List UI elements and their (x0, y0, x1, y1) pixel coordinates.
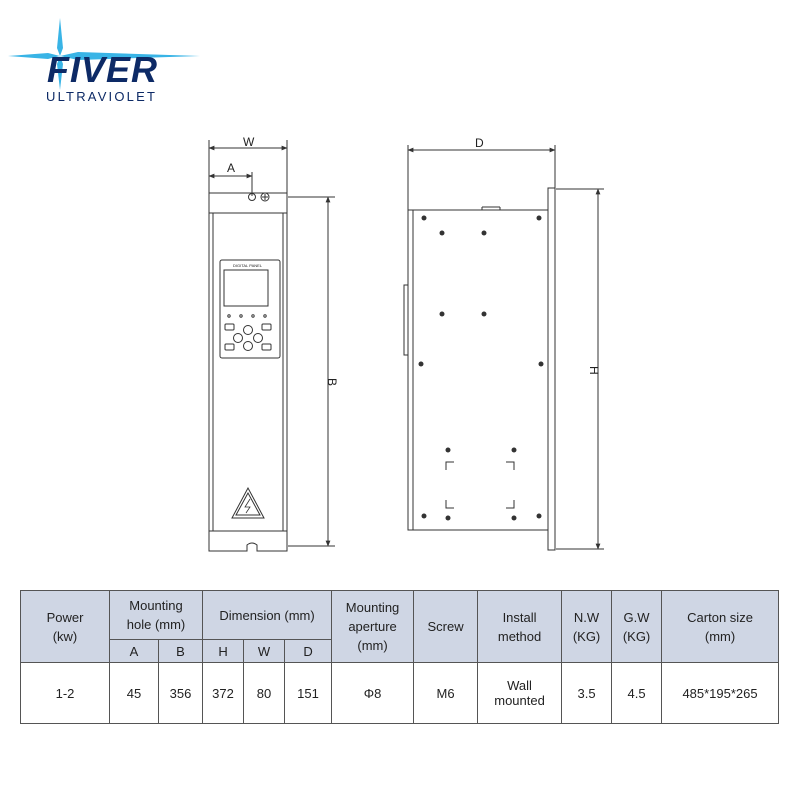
cell-d: 151 (284, 662, 333, 724)
cell-net-weight: 3.5 (561, 662, 613, 724)
cell-aperture: Φ8 (331, 662, 415, 724)
subheader-h: H (202, 639, 245, 663)
header-power: Power(kw) (20, 590, 110, 663)
brand-name: FIVER (47, 49, 158, 90)
panel-label: DIGITAL PANEL (233, 263, 263, 268)
header-gross-weight: G.W(KG) (611, 590, 663, 663)
front-view (208, 140, 335, 552)
brand-logo: FIVER ULTRAVIOLET (8, 18, 200, 104)
subheader-d: D (284, 639, 333, 663)
dim-label-h: H (587, 366, 601, 375)
star-flare-icon (8, 18, 200, 90)
table-subheader-row: A B H W D (21, 639, 779, 663)
subheader-w: W (243, 639, 286, 663)
dim-label-a: A (227, 161, 235, 175)
brand-tagline: ULTRAVIOLET (46, 89, 157, 104)
subheader-b: B (157, 639, 204, 663)
header-net-weight: N.W(KG) (561, 590, 613, 663)
cell-w: 80 (243, 662, 286, 724)
header-carton-size: Carton size(mm) (661, 590, 780, 663)
subheader-a: A (109, 639, 159, 663)
cell-screw: M6 (413, 662, 479, 724)
header-screw: Screw (413, 590, 479, 663)
cell-gross-weight: 4.5 (611, 662, 663, 724)
dim-label-d: D (475, 136, 484, 150)
side-view-screws (418, 215, 544, 521)
dim-label-w: W (243, 135, 255, 149)
header-dimension: Dimension (mm) (202, 590, 333, 640)
side-view (403, 145, 604, 551)
cell-a: 45 (109, 662, 159, 724)
technical-drawing: W A B DIGITAL PANEL D H (208, 135, 604, 552)
dim-label-b: B (325, 378, 339, 386)
cell-h: 372 (202, 662, 245, 724)
cell-carton-size: 485*195*265 (661, 662, 780, 724)
cell-b: 356 (157, 662, 204, 724)
cell-power: 1-2 (20, 662, 110, 724)
